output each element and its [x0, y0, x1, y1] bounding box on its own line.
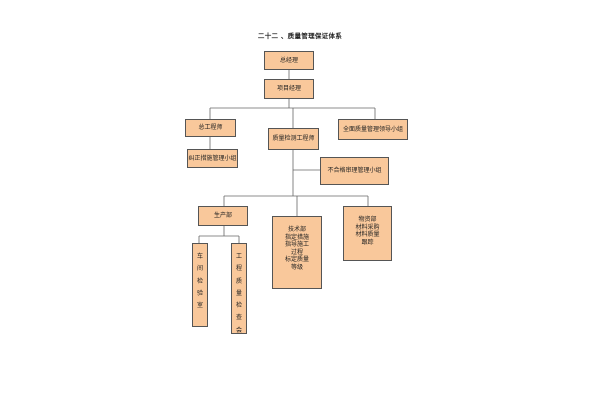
node-production-dept: 生产部 — [198, 206, 248, 226]
technical-dept-text: 技术部 指定措施 指导施工 过程 标定质量 等级 — [284, 226, 309, 271]
node-workshop-inspection-room: 车 间 检 验 室 — [192, 243, 208, 327]
node-corrective-action-group: 纠正措施管理小组 — [187, 149, 238, 168]
node-nonconforming-review-group: 不合格审理管理小组 — [320, 157, 389, 185]
node-technical-dept: 技术部 指定措施 指导施工 过程 标定质量 等级 — [272, 216, 322, 289]
node-engineering-quality-committee: 工 程 质 量 检 查 会 — [231, 243, 247, 334]
node-general-manager: 总经理 — [264, 51, 314, 70]
eng-quality-committee-text: 工 程 质 量 检 查 会 — [235, 253, 242, 334]
workshop-inspection-text: 车 间 检 验 室 — [196, 253, 203, 310]
node-chief-engineer: 总工程师 — [185, 119, 236, 137]
node-quality-inspection-engineer: 质量检测工程师 — [268, 128, 319, 150]
materials-dept-text: 物资部 材料采购 材料质量 跟踪 — [355, 216, 380, 246]
node-tqm-leading-group: 全面质量管理领导小组 — [338, 119, 408, 140]
node-project-manager: 项目经理 — [264, 79, 314, 99]
node-materials-dept: 物资部 材料采购 材料质量 跟踪 — [343, 206, 392, 261]
page-title: 二十二 、质量管理保证体系 — [257, 32, 343, 40]
